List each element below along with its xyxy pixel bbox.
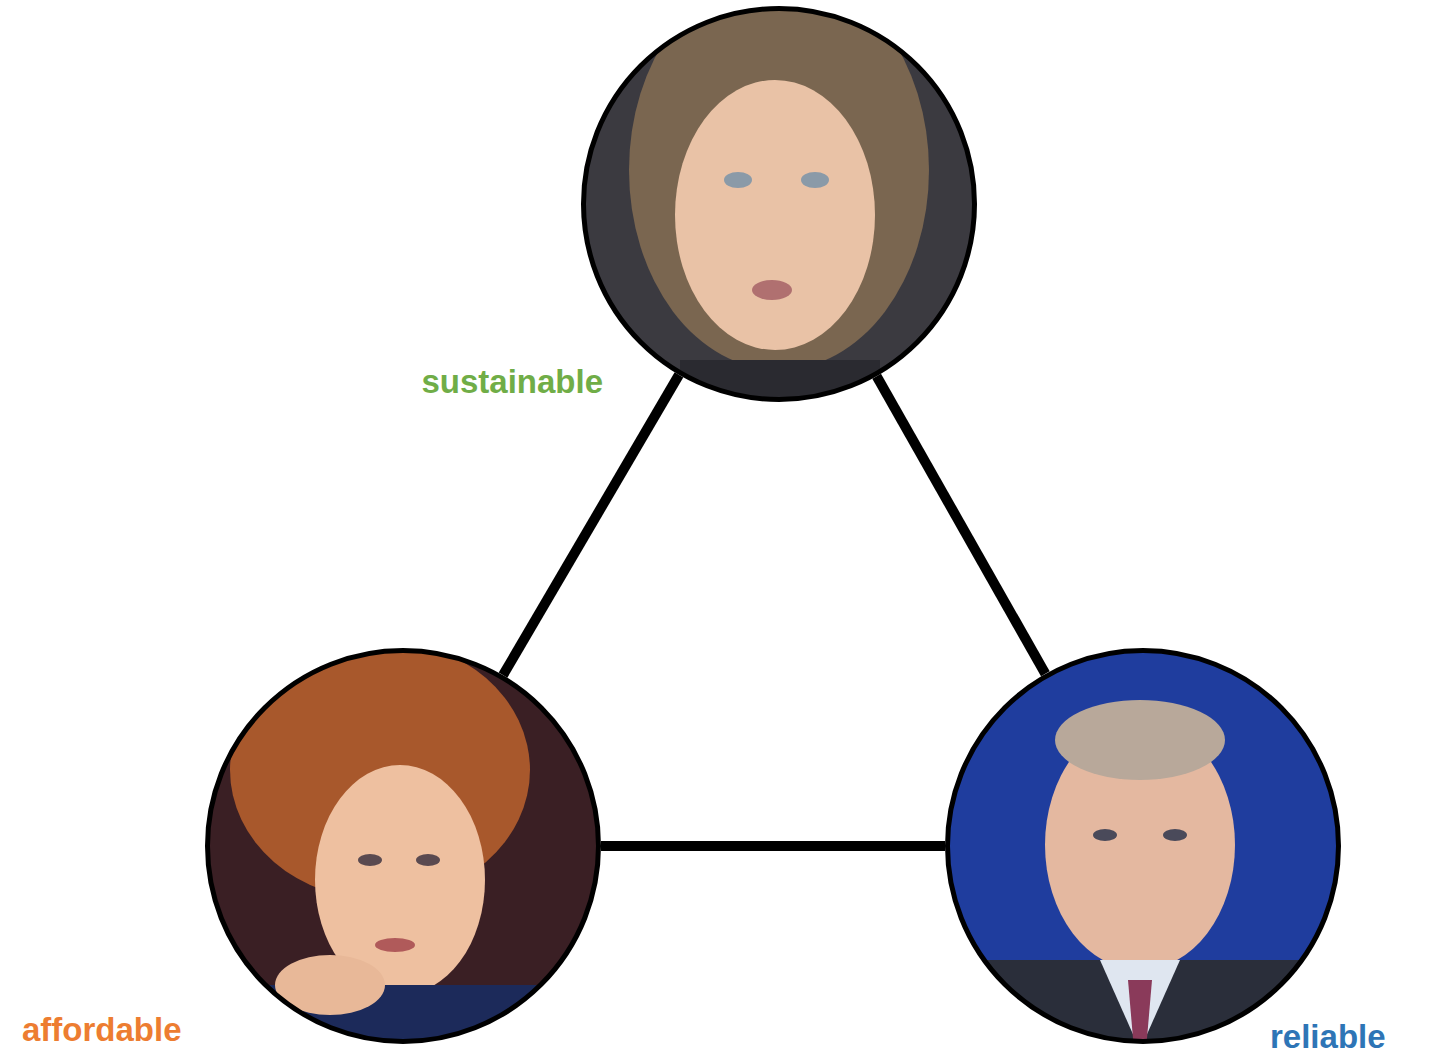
- portrait-right: [943, 646, 1343, 1059]
- reliable-circle: reliable: [945, 648, 1341, 1044]
- connector-stroke: [877, 376, 1046, 674]
- connector-line: [601, 846, 945, 847]
- circle-outline: [581, 6, 977, 402]
- affordable-circle: affordable: [205, 648, 601, 1044]
- connector-line: [877, 376, 1046, 674]
- node-label: sustainable: [421, 364, 603, 400]
- portrait-top: [579, 0, 979, 420]
- circle-outline: [945, 648, 1341, 1044]
- portrait-left: [203, 640, 603, 1055]
- circle-outline: [205, 648, 601, 1044]
- sustainable-circle: sustainable: [581, 6, 977, 402]
- connector-stroke: [601, 841, 945, 851]
- circle-border: [584, 9, 975, 400]
- node-label: affordable: [22, 1012, 182, 1048]
- node-label: reliable: [1270, 1019, 1386, 1055]
- circle-border: [948, 651, 1339, 1042]
- connector-line: [503, 375, 679, 675]
- connector-stroke: [503, 375, 679, 675]
- circle-border: [208, 651, 599, 1042]
